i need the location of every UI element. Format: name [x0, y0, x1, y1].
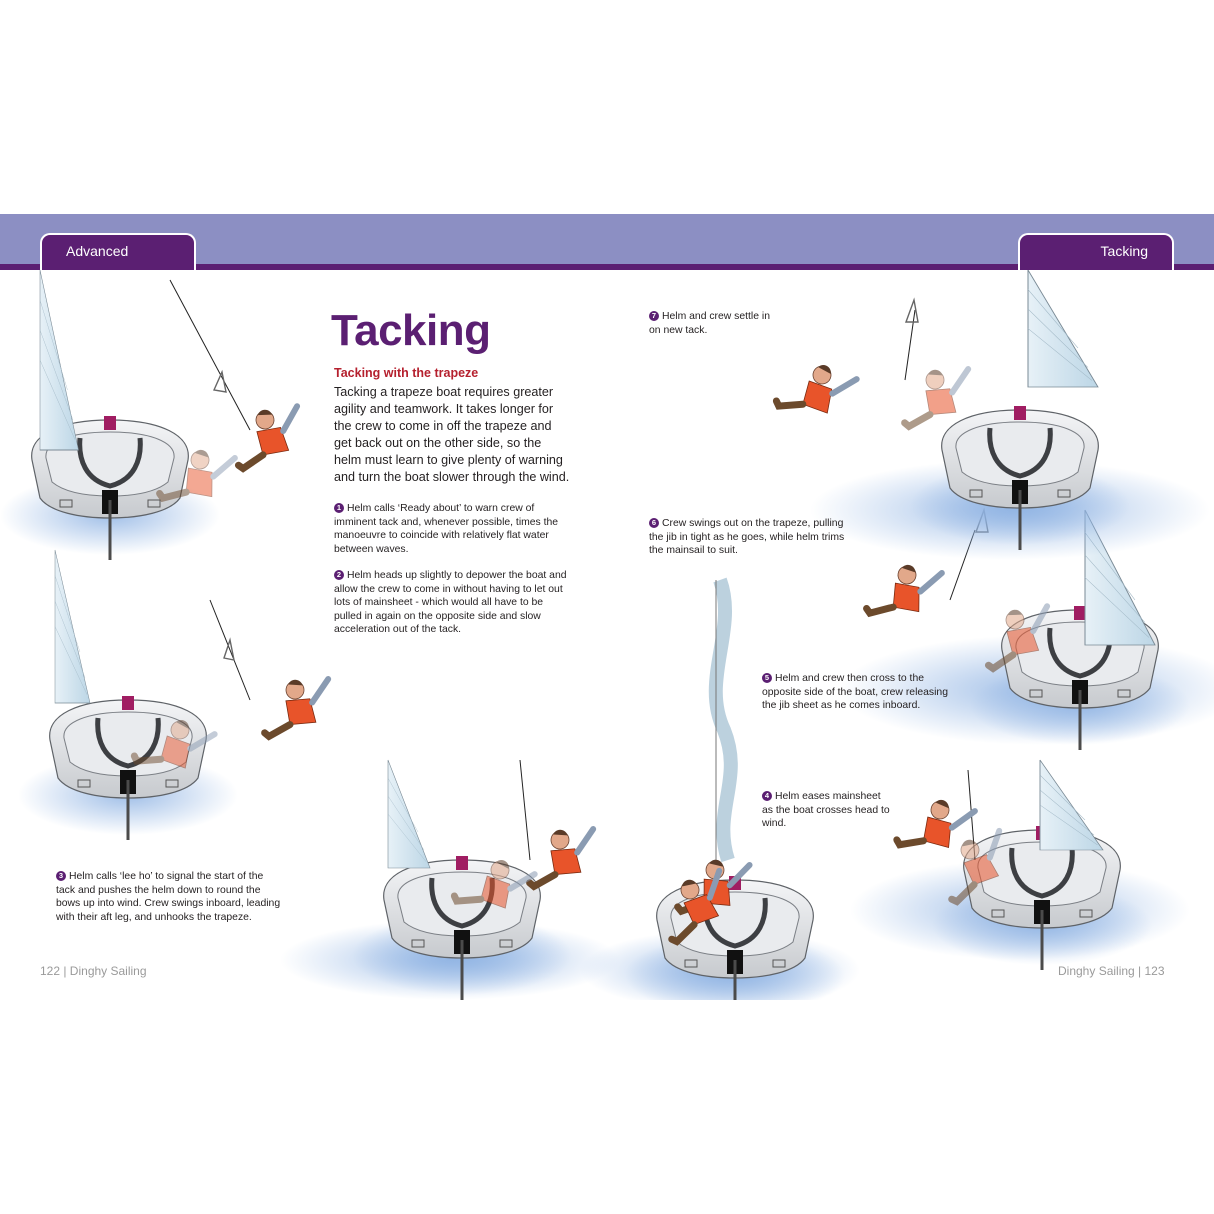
step-number-badge: 4 — [762, 791, 772, 801]
step-text: Crew swings out on the trapeze, pulling … — [649, 518, 845, 556]
header-rule — [0, 264, 1214, 270]
step-text: Helm heads up slightly to depower the bo… — [334, 570, 567, 635]
folio-right: Dinghy Sailing | 123 — [1058, 964, 1165, 978]
section-subhead: Tacking with the trapeze — [334, 366, 479, 380]
step-number-badge: 5 — [762, 673, 772, 683]
section-tab-right: Tacking — [1018, 233, 1174, 270]
step-text: Helm calls ‘Ready about’ to warn crew of… — [334, 503, 559, 555]
step-text: Helm calls ‘lee ho’ to signal the start … — [56, 871, 281, 923]
step-number-badge: 1 — [334, 503, 344, 513]
book-spread: Advanced sailing Tacking — [0, 214, 1214, 1000]
step-text: Helm and crew then cross to the opposite… — [762, 673, 948, 711]
step-text: Helm and crew settle in on new tack. — [649, 311, 770, 336]
step-number-badge: 2 — [334, 570, 344, 580]
step-text: Helm eases mainsheet as the boat crosses… — [762, 791, 890, 829]
step-number-badge: 3 — [56, 871, 66, 881]
header-band — [0, 214, 1214, 264]
page-title: Tacking — [331, 306, 491, 355]
intro-paragraph: Tacking a trapeze boat requires greater … — [334, 385, 570, 484]
step-number-badge: 7 — [649, 311, 659, 321]
folio-left: 122 | Dinghy Sailing — [40, 964, 147, 978]
tacking-illustration — [0, 270, 1214, 1000]
step-number-badge: 6 — [649, 518, 659, 528]
section-tab-left: Advanced sailing — [40, 233, 196, 292]
